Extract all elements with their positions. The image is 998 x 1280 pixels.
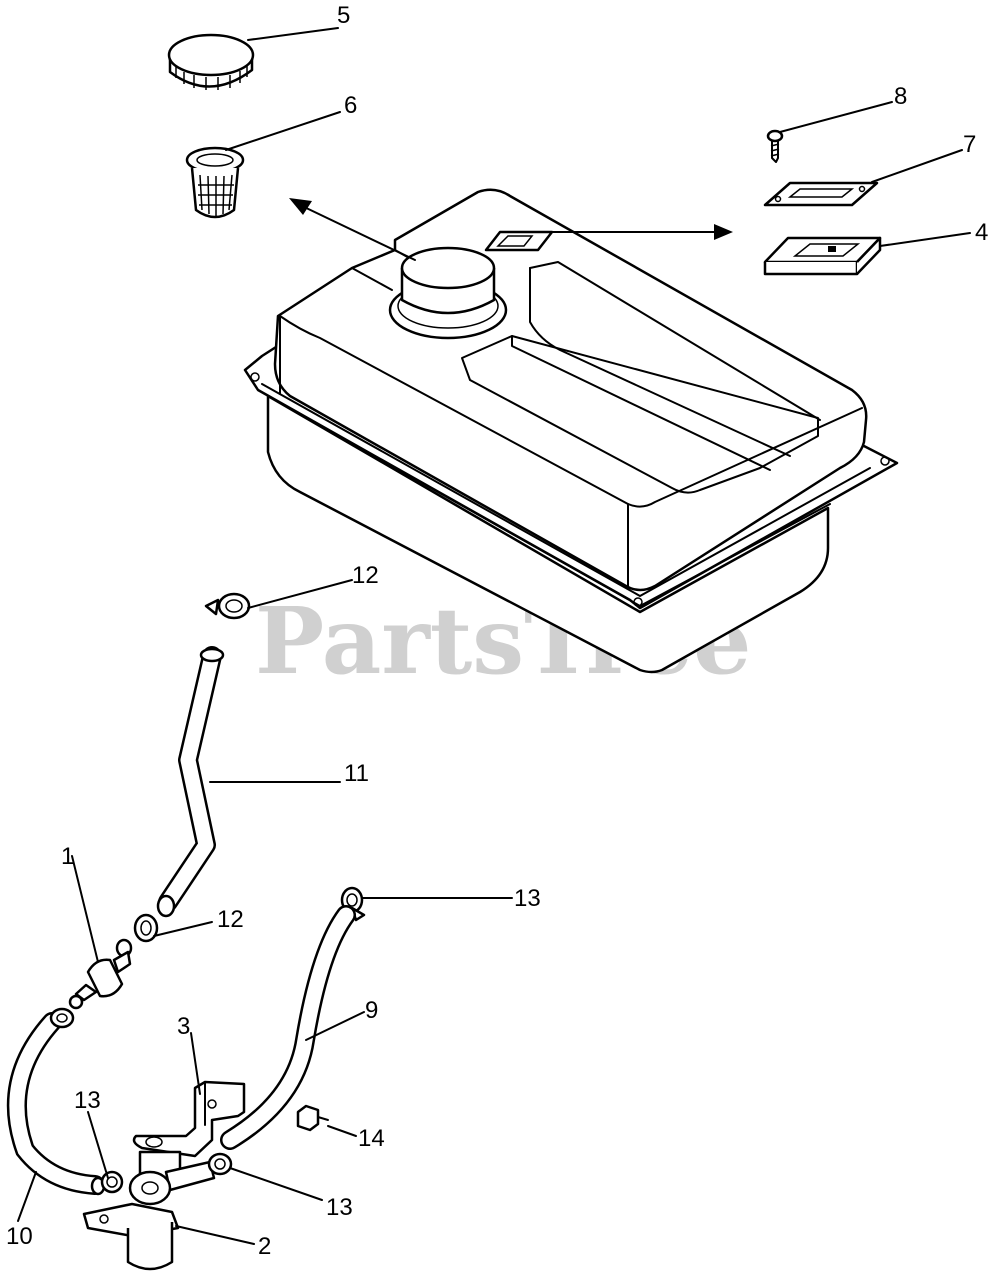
hose-clamp-part-12-lower[interactable] xyxy=(133,913,159,943)
fuel-strainer-part-6[interactable] xyxy=(185,146,245,219)
callout-9: 9 xyxy=(365,997,378,1024)
fuel-tank[interactable] xyxy=(243,188,899,674)
callout-11: 11 xyxy=(344,760,369,787)
fuel-valve-part-2[interactable] xyxy=(82,1150,216,1271)
gauge-plate-part-7[interactable] xyxy=(763,181,879,207)
explosion-arrows xyxy=(289,198,733,261)
callout-12-upper: 12 xyxy=(352,562,379,589)
callout-13-right: 13 xyxy=(326,1194,353,1221)
callout-4: 4 xyxy=(975,219,988,246)
inline-fuel-filter-part-1[interactable] xyxy=(68,938,133,1010)
callout-5: 5 xyxy=(337,2,350,29)
callout-labels: 5 6 8 7 4 12 11 1 12 13 9 3 13 14 13 10 … xyxy=(6,2,988,1260)
fuel-hose-part-9[interactable] xyxy=(220,905,356,1150)
hose-clamp-part-13-filter[interactable] xyxy=(49,1007,75,1029)
screw-part-8[interactable] xyxy=(766,129,784,163)
callout-12-lower: 12 xyxy=(217,906,244,933)
callout-8: 8 xyxy=(894,83,907,110)
bolt-part-14[interactable] xyxy=(296,1104,329,1132)
callout-1: 1 xyxy=(61,843,74,870)
hose-clamp-part-12-upper[interactable] xyxy=(204,592,251,620)
hose-clamp-part-13-left[interactable] xyxy=(100,1170,124,1194)
callout-3: 3 xyxy=(177,1013,190,1040)
fuel-hose-part-11[interactable] xyxy=(156,646,225,918)
hose-clamp-part-13-right[interactable] xyxy=(207,1152,233,1176)
valve-bracket-part-3[interactable] xyxy=(132,1080,246,1158)
callout-6: 6 xyxy=(344,92,357,119)
callout-13-top: 13 xyxy=(514,885,541,912)
callout-2: 2 xyxy=(258,1233,271,1260)
leader-lines xyxy=(17,27,971,1245)
callout-14: 14 xyxy=(358,1125,385,1152)
fuel-cap-part-5[interactable] xyxy=(167,33,255,90)
callout-13-left: 13 xyxy=(74,1087,101,1114)
callout-10: 10 xyxy=(6,1223,33,1250)
callout-7: 7 xyxy=(963,131,976,158)
fuel-gauge-part-4[interactable] xyxy=(763,236,882,276)
